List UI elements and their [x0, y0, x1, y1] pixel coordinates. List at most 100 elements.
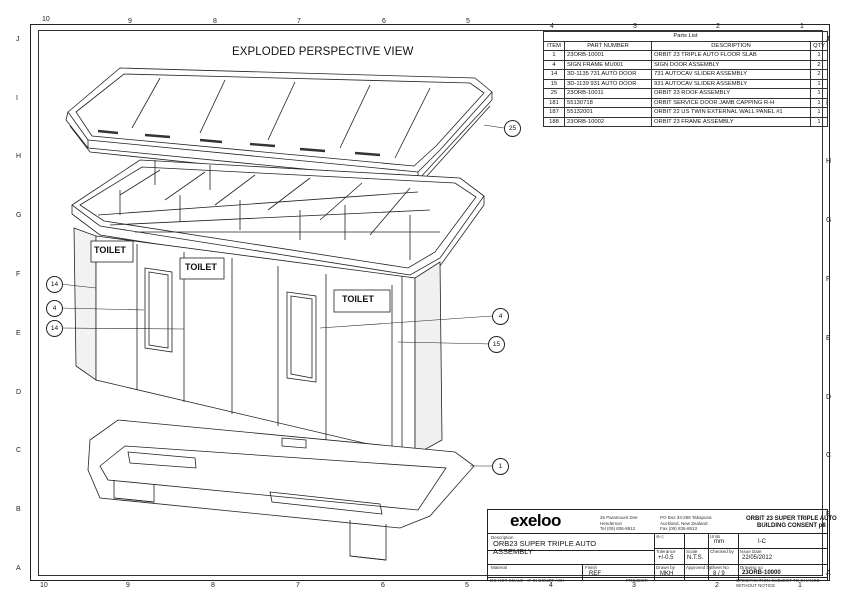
address-henderson: 26 Paramount Dve Henderson Tel (09) 836-…: [600, 515, 638, 531]
floor-slab: [87, 419, 475, 561]
zone-bottom-10: 10: [40, 582, 48, 589]
balloon-item-4-right: 4: [492, 308, 509, 325]
row-item: 188: [543, 116, 565, 127]
zone-left-E: E: [16, 330, 21, 337]
zone-right-H: H: [826, 158, 832, 165]
description-value: ORB23 SUPER TRIPLE AUTO ASSEMBLY: [493, 539, 597, 556]
zone-right-D: D: [826, 394, 832, 401]
scale-label: Scale: [686, 549, 698, 554]
zone-top-1: 1: [800, 23, 804, 30]
zone-left-F: F: [16, 271, 21, 278]
zone-bottom-5: 5: [465, 582, 469, 589]
finish-value: REF: [589, 571, 601, 577]
row-part: 55132001: [564, 107, 652, 118]
walls: [73, 227, 443, 456]
checked-label: Checked by: [710, 549, 734, 554]
row-item: 15: [543, 78, 565, 89]
zone-left-D: D: [16, 389, 22, 396]
units-value: mm: [714, 539, 724, 545]
zone-top-10: 10: [42, 16, 50, 23]
zone-left-G: G: [16, 212, 22, 219]
parts-list-table: Parts List ITEM PART NUMBER DESCRIPTION …: [543, 31, 828, 127]
drawing-no-label: Drawing no: [740, 565, 763, 570]
row-part: SIGN FRAME MU001: [564, 59, 652, 70]
row-qty: 1: [810, 50, 828, 61]
row-qty: 2: [810, 59, 828, 70]
outer-border: [30, 24, 830, 581]
row-part: 3D-1135 731 AUTO DOOR: [564, 69, 652, 80]
row-item: 14: [543, 69, 565, 80]
approved-label: Approved by: [686, 565, 712, 570]
row-qty: 1: [810, 107, 828, 118]
balloon-item-1: 1: [492, 458, 509, 475]
zone-top-5: 5: [466, 18, 470, 25]
revision-value: I-C: [758, 539, 766, 545]
row-desc: ORBIT SERVICE DOOR JAMB CAPPING R-H: [651, 97, 811, 108]
title-block: exeloo 26 Paramount Dve Henderson Tel (0…: [487, 509, 837, 588]
zone-right-E: E: [826, 335, 831, 342]
header-item: ITEM: [543, 40, 565, 51]
note-specification: SPECIFICATION SUBJECT TO CHANGE WITHOUT …: [736, 578, 820, 588]
row-part: 23ORB-10011: [564, 88, 652, 99]
zone-left-J: J: [16, 36, 20, 43]
drawn-label: Drawn by: [656, 565, 676, 570]
roof-assembly: [65, 67, 493, 187]
toilet-sign-3: TOILET: [342, 294, 374, 304]
view-title: EXPLODED PERSPECTIVE VIEW: [232, 46, 414, 58]
balloon-item-14-top: 14: [46, 276, 63, 293]
zone-bottom-9: 9: [126, 582, 130, 589]
zone-right-A: A: [826, 570, 831, 577]
zone-top-2: 2: [716, 23, 720, 30]
zone-right-B: B: [826, 511, 831, 518]
zone-top-8: 8: [213, 18, 217, 25]
row-desc: ORBIT 22 US TWIN EXTERNAL WALL PANEL #1: [651, 107, 811, 118]
material-label: Material: [491, 565, 508, 570]
balloon-item-15: 15: [488, 336, 505, 353]
row-qty: 2: [810, 69, 828, 80]
description-label: Description: [491, 535, 514, 540]
tolerance-value: +/-0.5: [658, 555, 674, 561]
issue-date-value: 22/05/2012: [742, 555, 773, 561]
row-desc: 931 AUTOCAV SLIDER ASSEMBLY: [651, 78, 811, 89]
zone-top-9: 9: [128, 18, 132, 25]
zone-bottom-1: 1: [798, 582, 802, 589]
row-desc: ORBIT 23 TRIPLE AUTO FLOOR SLAB: [651, 50, 811, 61]
row-desc: SIGN DOOR ASSEMBLY: [651, 59, 811, 70]
row-item: 25: [543, 88, 565, 99]
drawing-no-value: 23ORB-10000: [742, 570, 781, 576]
zone-right-G: G: [826, 217, 832, 224]
zone-right-C: C: [826, 452, 832, 459]
zone-top-4: 4: [550, 23, 554, 30]
exeloo-logo: exeloo: [510, 511, 561, 530]
header-description: DESCRIPTION: [651, 40, 811, 51]
zone-top-6: 6: [382, 18, 386, 25]
balloon-item-4-left: 4: [46, 300, 63, 317]
zone-left-H: H: [16, 153, 22, 160]
inner-border: [38, 30, 823, 576]
zone-bottom-3: 3: [632, 582, 636, 589]
row-desc: 731 AUTOCAV SLIDER ASSEMBLY: [651, 69, 811, 80]
row-desc: ORBIT 23 ROOF ASSEMBLY: [651, 88, 811, 99]
row-item: 187: [543, 107, 565, 118]
drawn-value: MKH: [660, 571, 674, 577]
zone-right-F: F: [826, 276, 831, 283]
zone-bottom-8: 8: [211, 582, 215, 589]
balloon-item-25: 25: [504, 120, 521, 137]
zone-bottom-2: 2: [715, 582, 719, 589]
zone-left-C: C: [16, 447, 22, 454]
zone-bottom-7: 7: [296, 582, 300, 589]
row-qty: 1: [810, 88, 828, 99]
row-desc: ORBIT 23 FRAME ASSEMBLY: [651, 116, 811, 127]
note-do-not-scale: DO NOT SCALE - IF IN DOUBT ASK: [490, 578, 565, 583]
tolerance-label: Tolerance: [656, 549, 676, 554]
zone-bottom-6: 6: [381, 582, 385, 589]
toilet-sign-1: TOILET: [94, 245, 126, 255]
third-angle-projection-icon: ⊖◁: [656, 534, 664, 539]
row-item: 181: [543, 97, 565, 108]
row-part: 23ORB-10002: [564, 116, 652, 127]
zone-left-B: B: [16, 506, 21, 513]
